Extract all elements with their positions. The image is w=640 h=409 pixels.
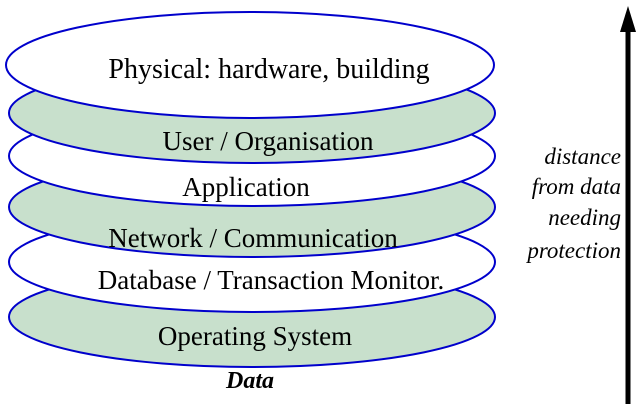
- arrow-label-line-4: protection: [525, 238, 621, 263]
- arrow-head: [620, 6, 636, 32]
- layer-physical: [5, 11, 495, 119]
- layer-database-label: Database / Transaction Monitor.: [98, 265, 444, 295]
- layer-network-label: Network / Communication: [108, 223, 398, 253]
- layer-operating-system-label: Operating System: [158, 321, 352, 351]
- arrow-label-line-3: needing: [548, 205, 621, 230]
- layer-physical-label: Physical: hardware, building: [108, 54, 429, 85]
- up-arrow-icon: [620, 6, 636, 404]
- layer-user-label: User / Organisation: [163, 126, 374, 156]
- layer-application-label: Application: [182, 172, 310, 202]
- arrow-label-line-2: from data: [532, 174, 621, 199]
- data-label: Data: [225, 368, 274, 394]
- layer-physical-ellipse: [5, 11, 495, 119]
- arrow-label-line-1: distance: [544, 144, 621, 169]
